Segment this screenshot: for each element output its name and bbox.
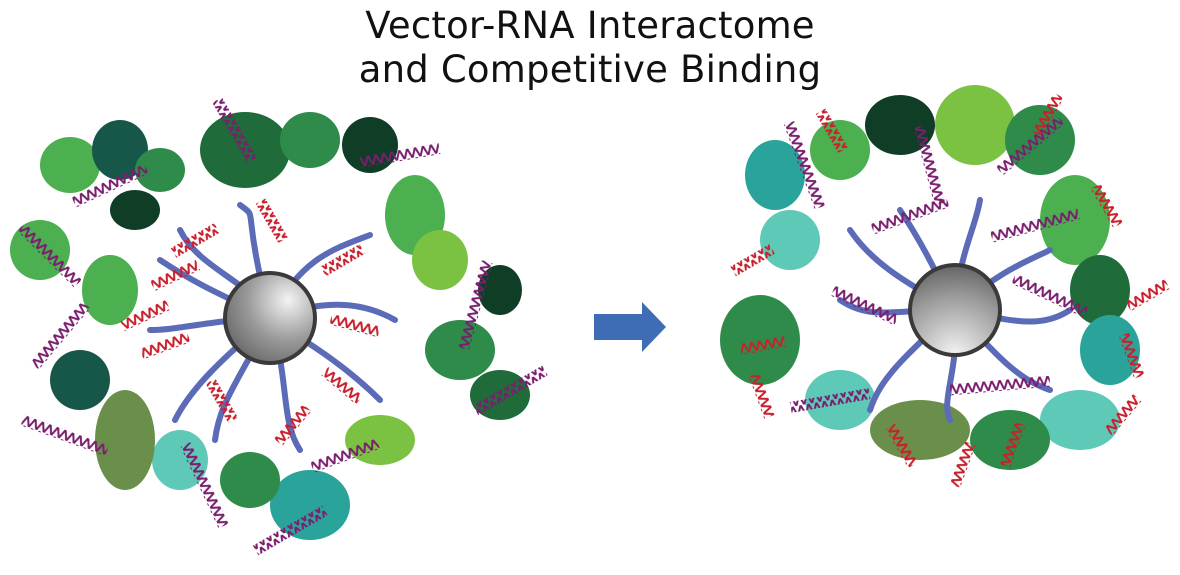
right-arrow-icon bbox=[594, 302, 666, 352]
rna-duplexes-red-displaced bbox=[730, 92, 1170, 488]
before-assembly-illustration bbox=[10, 97, 548, 556]
after-assembly-illustration bbox=[720, 85, 1170, 488]
title-line-1: Vector-RNA Interactome bbox=[365, 4, 815, 47]
vector-core-right bbox=[908, 263, 1002, 357]
rna-duplexes-purple-bound bbox=[783, 115, 1089, 413]
before-assembly bbox=[0, 90, 560, 575]
figure-title: Vector-RNA Interactome and Competitive B… bbox=[0, 4, 1180, 92]
rna-duplexes-purple bbox=[17, 97, 548, 556]
rna-duplexes-red bbox=[120, 198, 381, 446]
vector-core-left bbox=[223, 271, 317, 365]
title-line-2: and Competitive Binding bbox=[358, 48, 822, 91]
transition-arrow bbox=[594, 302, 666, 352]
after-assembly bbox=[700, 70, 1180, 510]
protein-cluster-ring-dense bbox=[720, 85, 1140, 470]
